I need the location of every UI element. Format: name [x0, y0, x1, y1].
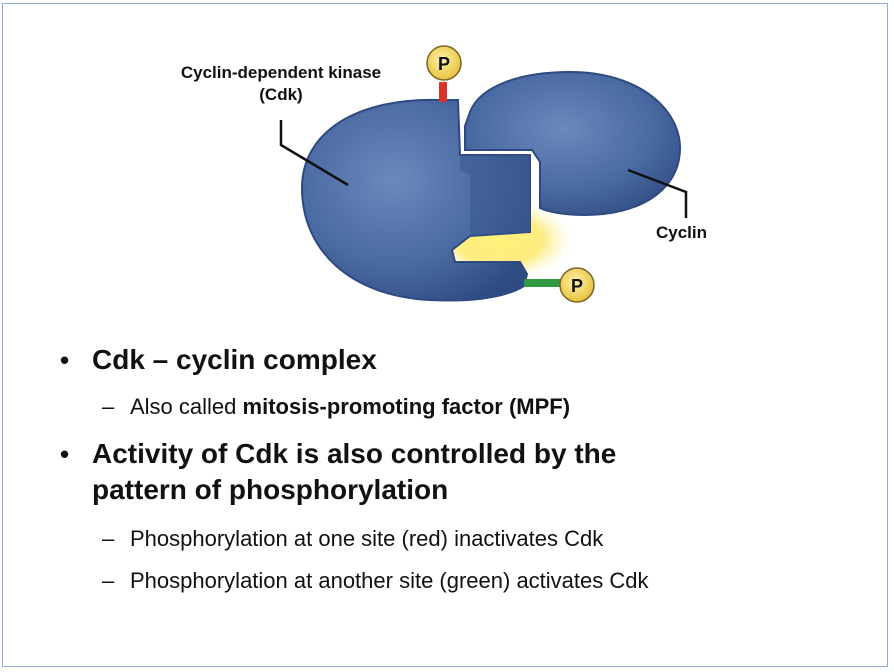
cdk-pocket-shade [460, 155, 530, 236]
bullet-item-1-text: Cdk – cyclin complex [92, 344, 377, 375]
sub-bullet-1-1-text: Also called mitosis-promoting factor (MP… [130, 393, 570, 421]
dash-marker: – [102, 394, 115, 419]
bullet-item-2-line1: Activity of Cdk is also controlled by th… [92, 438, 617, 469]
bullet-item-2-line2: pattern of phosphorylation [92, 474, 449, 505]
cyclin-leader-line [627, 168, 688, 218]
sub-bullet-2-2-text: Phosphorylation at another site (green) … [130, 568, 649, 593]
bullet-item-2-text: Activity of Cdk is also controlled by th… [92, 436, 852, 508]
activating-phosphate-label: P [571, 276, 583, 296]
cdk-label-line2: (Cdk) [259, 85, 303, 104]
inhibitory-phosphate-circle [426, 45, 462, 81]
sub-bullet-2-1-text: Phosphorylation at one site (red) inacti… [130, 526, 604, 551]
dash-marker: – [102, 526, 115, 551]
cdk-label-line1: Cyclin-dependent kinase [180, 63, 382, 82]
cdk-leader-line [279, 120, 349, 187]
sub-bullet-1-1-prefix: Also called [130, 394, 243, 419]
cdk-shape [300, 98, 531, 302]
cyclin-shape [464, 70, 682, 217]
inhibitory-phosphate-label: P [438, 54, 450, 74]
sub-bullet-1-1-emphasis: mitosis-promoting factor (MPF) [242, 394, 571, 419]
cyclin-label: Cyclin [656, 223, 708, 242]
inhibitory-phosphate-link [439, 82, 447, 102]
cdk-label: Cyclin-dependent kinase (Cdk) [150, 62, 412, 106]
bullet-marker: • [60, 439, 70, 469]
bullet-marker: • [60, 345, 70, 375]
activating-phosphate-link [524, 279, 564, 287]
activating-phosphate-circle [559, 267, 595, 303]
cdk-cyclin-diagram: P P [279, 45, 688, 303]
dash-marker: – [102, 568, 115, 593]
